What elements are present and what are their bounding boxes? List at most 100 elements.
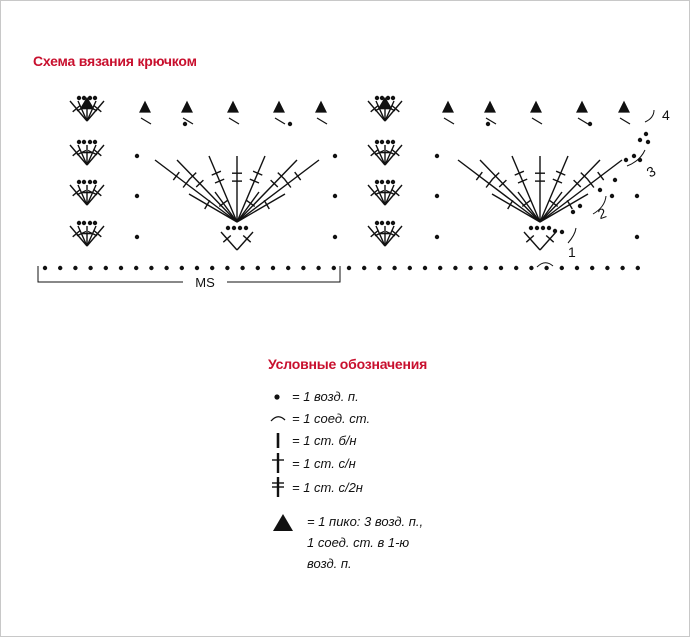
chain-dot — [103, 265, 109, 271]
picot-base — [228, 117, 240, 125]
chain-dot — [390, 139, 396, 145]
row-number-4: 4 — [662, 107, 670, 123]
stitch — [236, 155, 266, 223]
stitch — [69, 100, 88, 122]
chain-dot — [332, 193, 338, 199]
stitch — [539, 155, 569, 223]
slip-stitch-icon — [268, 407, 292, 429]
chain-dot — [559, 229, 565, 235]
stitch — [154, 159, 238, 223]
stitch — [523, 231, 541, 251]
picot-base — [485, 117, 497, 125]
chain-dot — [240, 265, 245, 271]
chain-dot — [164, 265, 169, 271]
chain-dot — [385, 179, 391, 185]
stitch — [236, 231, 254, 251]
chain-dot — [631, 153, 637, 159]
stitch — [77, 225, 88, 247]
chain-dot — [529, 265, 534, 271]
stitch-bar — [370, 188, 379, 197]
chain-dot — [385, 139, 391, 145]
picot-base — [182, 117, 194, 125]
fan-motifs — [69, 100, 623, 251]
stitch-bar — [514, 170, 525, 176]
chain-dot — [92, 95, 98, 101]
stitch-bar — [182, 179, 190, 188]
stitch — [367, 184, 386, 206]
stitch — [384, 100, 403, 122]
chain-dot — [597, 187, 603, 193]
stitch — [491, 193, 541, 223]
stitch-bar — [188, 172, 197, 181]
chain-dot — [374, 220, 380, 226]
stitch-bar — [270, 179, 279, 188]
row-number-3: 3 — [644, 163, 659, 181]
chain-dot — [87, 179, 93, 185]
picot-base — [316, 117, 328, 125]
stitch — [479, 159, 541, 223]
chain-dot — [643, 131, 649, 137]
picot-mark — [79, 96, 95, 109]
stitch-bar — [72, 148, 81, 157]
stitch-bar — [391, 229, 400, 238]
chain-dot — [194, 265, 200, 271]
stitch-bar — [284, 179, 292, 188]
chain-dot — [620, 265, 625, 271]
stitch-bar — [521, 199, 531, 207]
legend-title: Условные обозначения — [268, 356, 428, 372]
stitch — [375, 144, 386, 166]
treble-crochet-icon — [268, 476, 292, 498]
picot-mark — [315, 100, 327, 113]
stitch — [236, 191, 260, 223]
stitch — [539, 193, 589, 223]
row-number-1: 1 — [568, 244, 576, 260]
chain-dot — [346, 265, 352, 271]
stitch-bar — [370, 148, 379, 157]
stitch-bar — [566, 199, 573, 210]
picot-mark — [484, 100, 496, 113]
stitch-bar — [374, 230, 385, 237]
chain-dot — [149, 265, 154, 271]
stitch — [86, 100, 105, 122]
chain-dot — [528, 225, 534, 231]
chain-dot — [379, 179, 385, 185]
stitch — [236, 159, 298, 223]
stitch-bar — [517, 178, 528, 184]
stitch-bar — [525, 234, 535, 243]
chain-dot — [332, 153, 338, 159]
chain-dot — [574, 265, 580, 271]
double-crochet-icon — [268, 452, 292, 474]
chain-dot — [609, 193, 615, 199]
chain-dot — [76, 179, 82, 185]
chain-dot — [76, 220, 82, 226]
stitch-bar — [391, 104, 400, 113]
chain-dot — [434, 234, 440, 240]
stitch-bar — [76, 230, 87, 237]
chain-dot — [87, 95, 93, 101]
stitch-bar — [72, 188, 81, 197]
chain-dot — [374, 95, 380, 101]
chain-dot — [210, 265, 215, 271]
chain-dot — [88, 265, 93, 271]
chain-dot — [379, 139, 385, 145]
chain-dot — [237, 225, 243, 231]
stitch-bar — [211, 170, 222, 176]
chain-dot — [390, 220, 396, 226]
chain-dot — [182, 121, 188, 127]
chain-dot — [605, 265, 610, 271]
stitch-bar — [391, 148, 400, 157]
stitch-bar — [491, 172, 500, 181]
stitch — [375, 100, 386, 122]
picot-base — [531, 117, 543, 125]
chain-dot — [316, 265, 321, 271]
chain-dot — [544, 265, 549, 271]
stitch-bar — [172, 171, 180, 181]
chain-dot — [635, 265, 640, 271]
chain-dot — [514, 265, 519, 271]
chain-dot — [73, 265, 78, 271]
chain-dot — [255, 265, 260, 271]
legend-item-chain: = 1 возд. п. — [268, 385, 359, 407]
stitch — [539, 231, 557, 251]
stitch — [384, 225, 403, 247]
chain-dot — [587, 121, 593, 127]
